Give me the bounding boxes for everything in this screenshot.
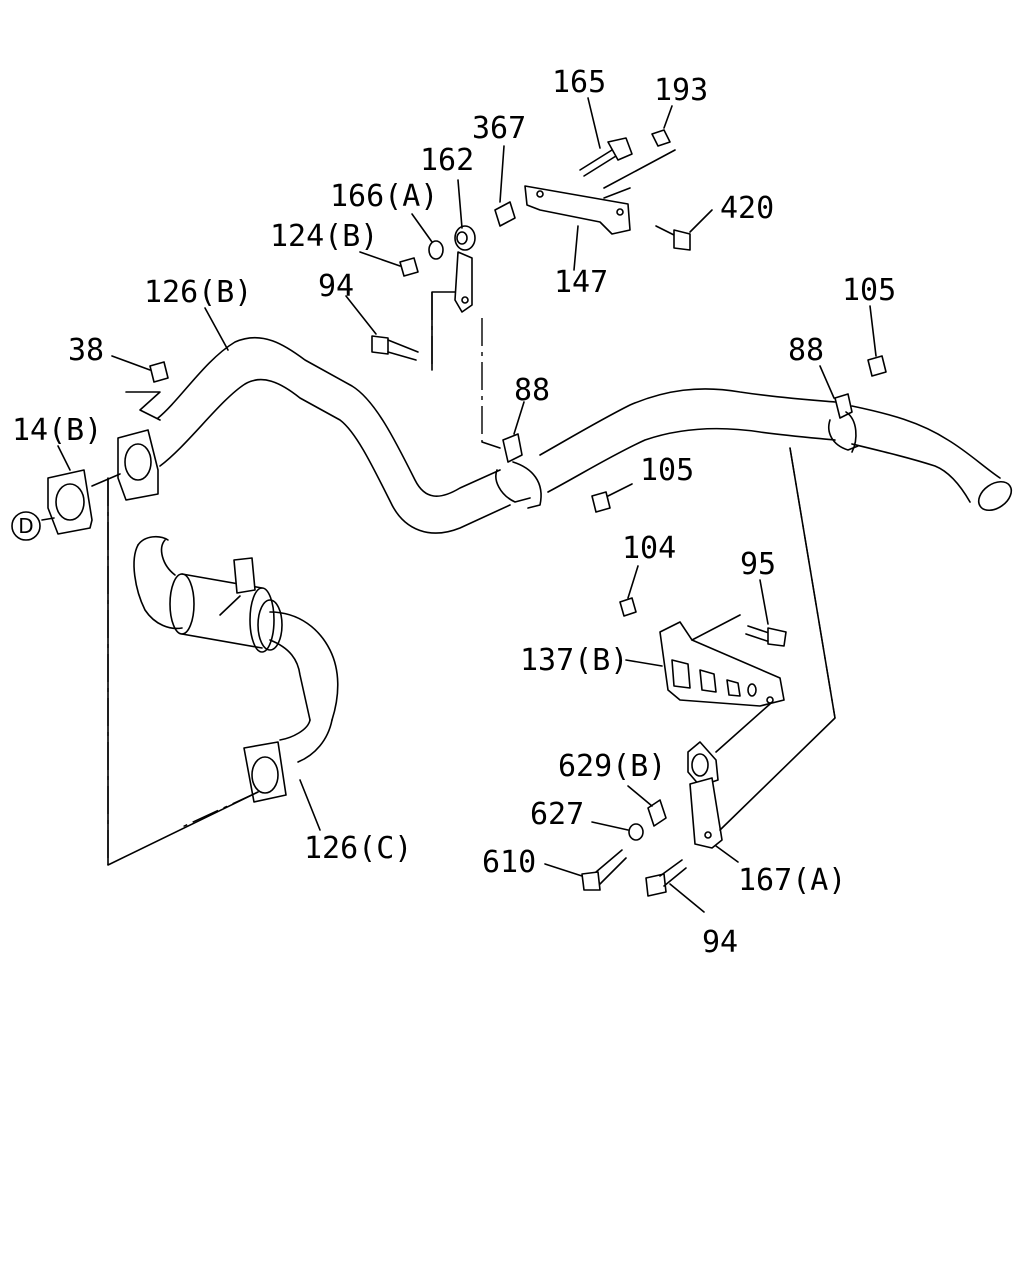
- label-193: 193: [654, 73, 708, 108]
- nut-38: [149, 361, 169, 383]
- label-105-right: 105: [842, 273, 896, 308]
- assembly-lines: [107, 149, 836, 866]
- bolt-94-bottom: [645, 859, 687, 897]
- label-94-top: 94: [318, 269, 354, 304]
- clamp-88-middle: [495, 433, 542, 509]
- muffler-pipe-126c: [133, 535, 339, 803]
- bush-367: [494, 201, 516, 227]
- label-165: 165: [552, 65, 606, 100]
- label-627: 627: [530, 797, 584, 832]
- reference-mark-letter: D: [18, 514, 33, 538]
- label-126c: 126(C): [304, 831, 412, 866]
- bracket-162: [454, 225, 476, 313]
- bracket-137b: [659, 621, 785, 707]
- clamp-88-right: [828, 393, 859, 453]
- label-420: 420: [720, 191, 774, 226]
- hanger-167a: [687, 741, 723, 849]
- label-105-middle: 105: [640, 453, 694, 488]
- bolt-420: [655, 225, 691, 251]
- washer-166a: [428, 240, 444, 260]
- label-38: 38: [68, 333, 104, 368]
- label-104: 104: [622, 531, 676, 566]
- label-137b: 137(B): [520, 643, 628, 678]
- pipe-flange-left: [117, 429, 159, 501]
- bolt-610: [581, 849, 627, 891]
- nut-193: [651, 129, 671, 147]
- label-126b: 126(B): [144, 275, 252, 310]
- leader-lines: [41, 97, 877, 913]
- label-629b: 629(B): [558, 749, 666, 784]
- washer-627: [628, 823, 644, 841]
- nut-124b: [399, 257, 419, 277]
- reference-mark-d: D: [11, 511, 41, 541]
- nut-105-middle: [591, 491, 611, 513]
- gasket-14b: [47, 469, 93, 535]
- nut-105-right: [867, 355, 887, 377]
- label-610: 610: [482, 845, 536, 880]
- label-166a: 166(A): [330, 179, 438, 214]
- label-147: 147: [554, 265, 608, 300]
- bracket-147: [524, 185, 631, 235]
- bolt-165: [579, 137, 633, 177]
- label-88-middle: 88: [514, 373, 550, 408]
- label-167a: 167(A): [738, 863, 846, 898]
- label-162: 162: [420, 143, 474, 178]
- bolt-95: [745, 625, 787, 647]
- label-367: 367: [472, 111, 526, 146]
- label-95: 95: [740, 547, 776, 582]
- nut-104: [619, 597, 637, 617]
- label-124b: 124(B): [270, 219, 378, 254]
- label-14b: 14(B): [12, 413, 102, 448]
- label-88-right: 88: [788, 333, 824, 368]
- bolt-94-top: [371, 335, 419, 361]
- exhaust-pipe-126b: [157, 336, 1013, 534]
- label-94-bottom: 94: [702, 925, 738, 960]
